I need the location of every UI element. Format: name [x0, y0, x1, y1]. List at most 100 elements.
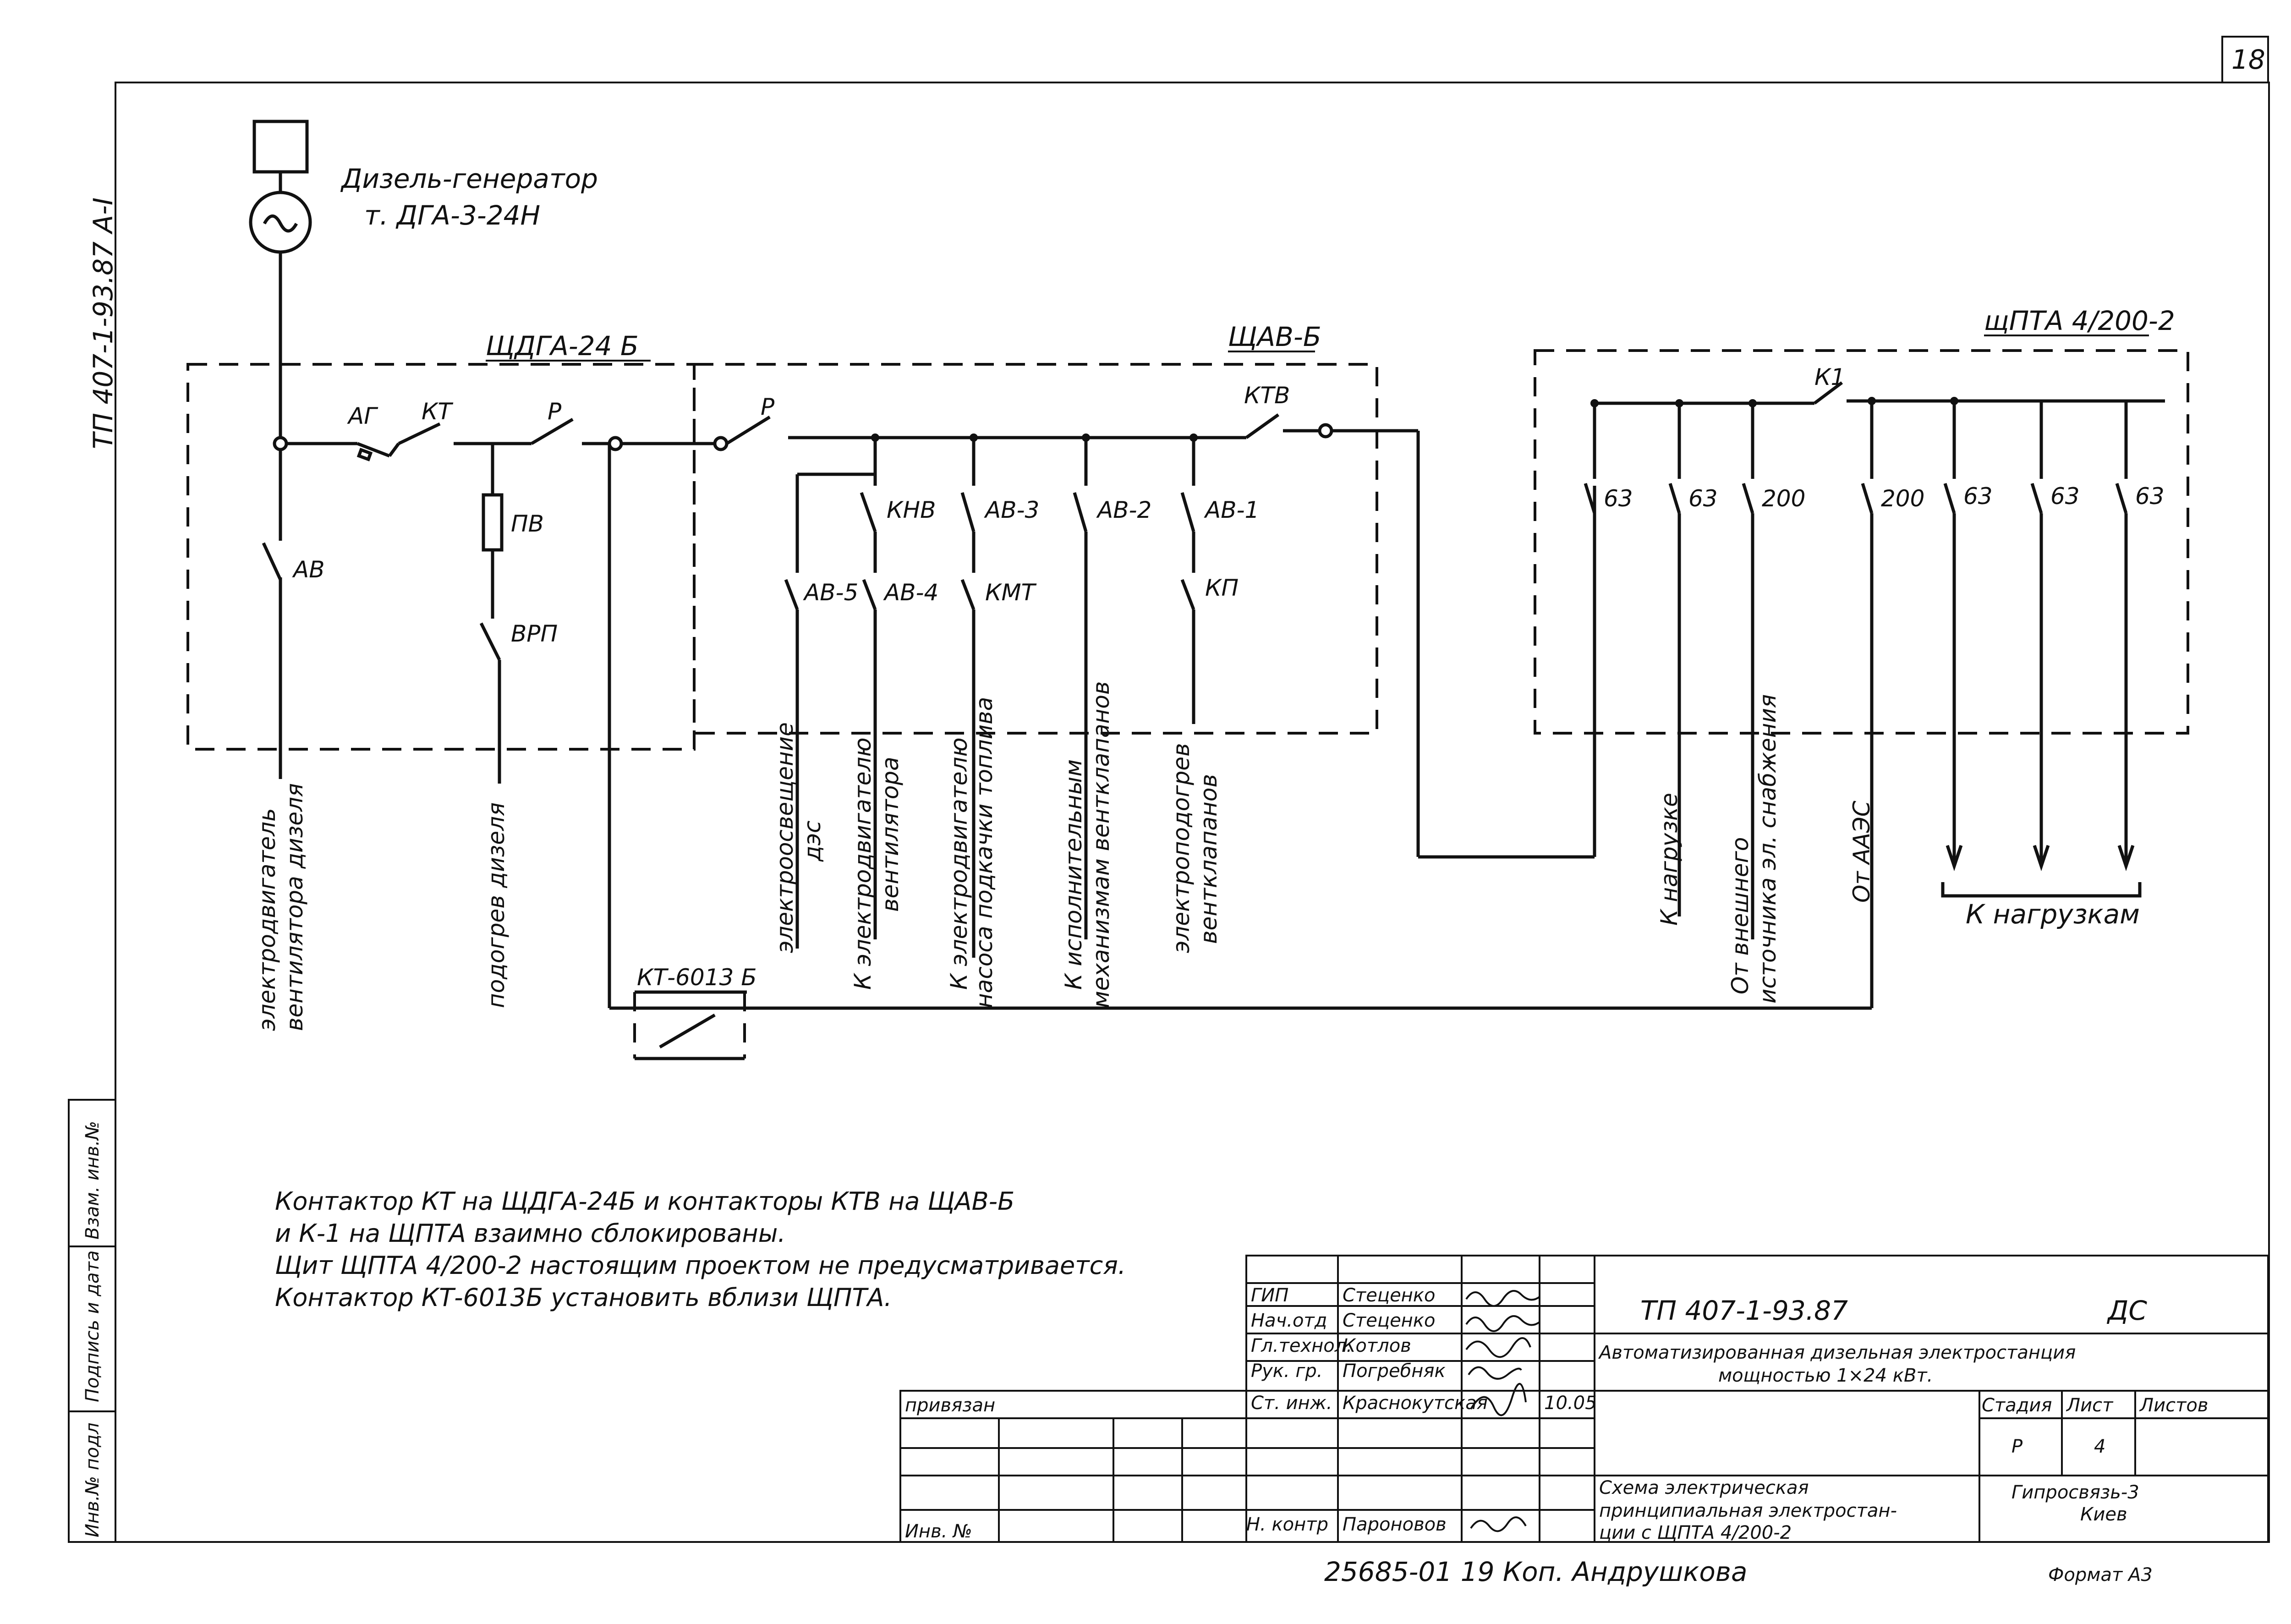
- panel-shdga-label: ЩДГА-24 Б: [486, 330, 639, 362]
- signature-mark: [1470, 1383, 1527, 1416]
- panel-shpta-label: щПТА 4/200-2: [1984, 305, 2175, 336]
- branch-av5: [784, 472, 875, 949]
- loads-label: К нагрузкам: [1966, 899, 2140, 930]
- drawing-title-2: принципиальная электростан-: [1599, 1500, 1897, 1521]
- feeder-6-line1: К исполнительным: [1060, 759, 1087, 990]
- bus-node: [1082, 433, 1090, 442]
- rating-63-5: 63: [2135, 483, 2165, 510]
- branch-av2: [1073, 438, 1088, 939]
- pv-label: ПВ: [511, 510, 544, 537]
- av-label: АВ: [292, 556, 325, 583]
- shpta-load-branch-1: [1943, 401, 1963, 872]
- org-line-2: Киев: [2080, 1504, 2127, 1525]
- shpta-branch-1: [1584, 403, 1596, 514]
- bus-node: [970, 433, 978, 442]
- ag-trip-element: [356, 448, 373, 461]
- av4-label: АВ-4: [883, 579, 938, 606]
- sine-icon: [263, 214, 298, 233]
- feeder-1-line2: вентилятора дизеля: [281, 783, 308, 1031]
- branch-av1-kp: [1180, 438, 1195, 724]
- stage-value: Р: [2011, 1436, 2023, 1457]
- kt6013-contact: [659, 1013, 716, 1049]
- copy-info: 25685-01 19 Коп. Андрушкова: [1324, 1556, 1748, 1587]
- sign-date: 10.05: [1544, 1393, 1597, 1414]
- signature-mark: [1468, 1366, 1522, 1380]
- shpta-load-branch-3: [2115, 401, 2135, 872]
- rating-63-1: 63: [1604, 485, 1633, 512]
- role-group-lead: Рук. гр.: [1251, 1361, 1323, 1382]
- vrp-contact: [479, 622, 501, 661]
- terminal-shchav-in: [713, 436, 729, 451]
- drawing-title-1: Схема электрическая: [1599, 1477, 1809, 1498]
- note-line-4: Контактор КТ-6013Б установить вблизи ЩПТ…: [275, 1283, 892, 1312]
- feeder-2: подогрев дизеля: [483, 802, 510, 1008]
- signature-mark: [1470, 1516, 1527, 1532]
- ag-label: АГ: [347, 403, 378, 429]
- p2-label: Р: [761, 394, 775, 420]
- bus-node: [871, 433, 879, 442]
- role-chief-tech: Гл.технол.: [1251, 1335, 1352, 1356]
- feeder-9-line1: От внешнего: [1727, 837, 1754, 994]
- feeder-10: От ААЭС: [1848, 801, 1875, 903]
- note-line-2: и К-1 на ЩПТА взаимно сблокированы.: [275, 1219, 786, 1248]
- feeder-3-line1: электроосвещение: [772, 722, 798, 953]
- feeder-5-line1: К электродвигателю: [946, 737, 972, 990]
- side-code: ТП 407-1-93.87 А-I: [88, 198, 119, 449]
- feeder-4-line2: вентилятора: [877, 757, 904, 912]
- name-group-lead: Погребняк: [1343, 1361, 1446, 1382]
- bus-node: [1189, 433, 1198, 442]
- branch-knv: [860, 438, 877, 939]
- role-head-dept: Нач.отд: [1251, 1310, 1327, 1331]
- kmt-label: КМТ: [985, 579, 1037, 606]
- av3-label: АВ-3: [984, 497, 1039, 523]
- strip-signature-label: Подпись и дата: [82, 1251, 103, 1402]
- panel-shpta-box: [1534, 349, 2189, 735]
- sheet-number: 18: [2231, 44, 2265, 75]
- feeder-4-line1: К электродвигателю: [850, 737, 876, 990]
- feeder-9-line2: источника эл. снабжения: [1754, 694, 1781, 1004]
- drawing-title-3: ции с ЩПТА 4/200-2: [1599, 1522, 1792, 1543]
- title-line-1: Автоматизированная дизельная электростан…: [1598, 1342, 2076, 1363]
- rating-63-2: 63: [1688, 485, 1718, 512]
- shpta-branch-3: [1742, 403, 1754, 939]
- ktv-label: КТВ: [1244, 382, 1290, 409]
- name-head-dept: Стеценко: [1343, 1310, 1435, 1331]
- ktv-contact: [1245, 413, 1280, 439]
- role-gip: ГИП: [1251, 1285, 1288, 1306]
- left-strip: [68, 1099, 116, 1543]
- p2-contact: [726, 416, 771, 445]
- rating-63-3: 63: [1963, 483, 1993, 510]
- feeder-3-line2: дэс: [799, 820, 826, 862]
- strip-replaced-label: Взам. инв.№: [82, 1121, 103, 1240]
- shpta-branch-4: [608, 401, 1874, 1010]
- feeder-1-line1: электродвигатель: [254, 808, 280, 1031]
- shpta-branch-2: [1668, 403, 1681, 916]
- knv-label: КНВ: [887, 497, 936, 523]
- k1-label: К1: [1814, 364, 1845, 390]
- engine-block: [252, 120, 309, 174]
- p1-label: Р: [548, 398, 562, 425]
- org-line-1: Гипросвязь-3: [2011, 1482, 2139, 1503]
- bus-shdga-2: [388, 442, 400, 457]
- kt-label: КТ: [422, 398, 453, 425]
- role-norm-control: Н. контр: [1246, 1514, 1328, 1535]
- rating-63-4: 63: [2050, 483, 2080, 510]
- format-label: Формат А3: [2048, 1564, 2153, 1586]
- title-block: [899, 1255, 2269, 1543]
- panel-shchav-label: ЩАВ-Б: [1228, 321, 1321, 352]
- feeder-5-line2: насоса подкачки топлива: [971, 697, 998, 1008]
- bus-node: [1950, 397, 1958, 405]
- name-norm-control: Пароновов: [1343, 1514, 1447, 1535]
- name-chief-tech: Котлов: [1343, 1335, 1411, 1356]
- kt6013-label: КТ-6013 Б: [637, 964, 757, 991]
- terminal-gen: [273, 436, 288, 451]
- strip-inv-label: Инв.№ подл: [82, 1422, 103, 1537]
- sheet-value: 4: [2094, 1436, 2105, 1457]
- inv-number-label: Инв. №: [905, 1521, 972, 1542]
- feeder-7-line1: электроподогрев: [1168, 743, 1195, 954]
- signature-mark: [1465, 1315, 1540, 1332]
- doc-code: ТП 407-1-93.87: [1640, 1295, 1848, 1326]
- kt-contact: [398, 422, 441, 445]
- title-line-2: мощностью 1×24 кВт.: [1718, 1365, 1933, 1386]
